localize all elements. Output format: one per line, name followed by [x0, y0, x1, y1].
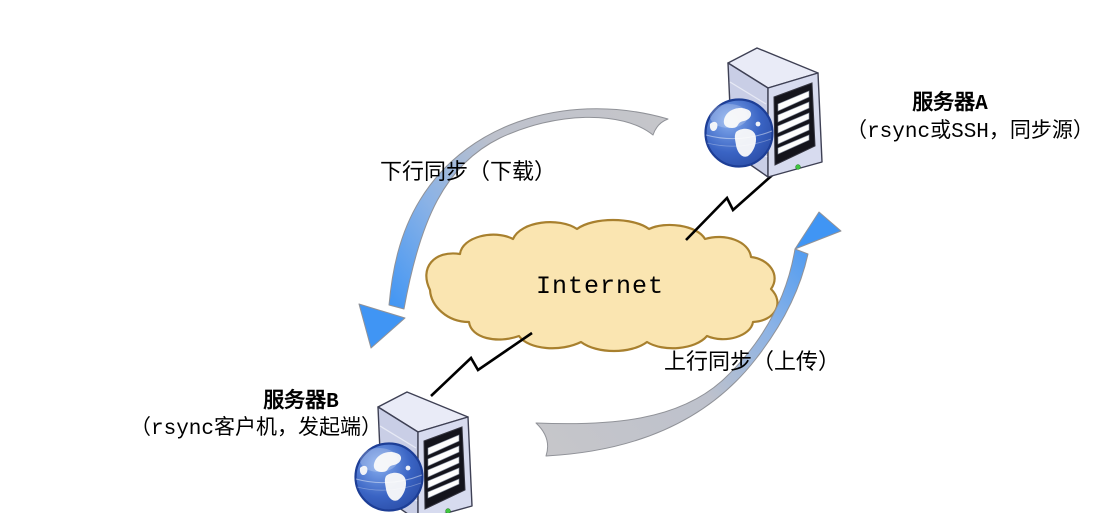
- internet-label: Internet: [535, 272, 665, 301]
- internet-cloud: [425, 219, 779, 352]
- up-arrowhead: [794, 211, 842, 250]
- server-b-subtitle: （rsync客户机，发起端）: [129, 418, 382, 441]
- down-sync-label: 下行同步（下载）: [379, 161, 556, 186]
- link-server-b-cloud: [430, 331, 533, 397]
- server-a-title: 服务器A: [912, 93, 988, 116]
- server-b-title: 服务器B: [263, 391, 339, 414]
- up-sync-label: 上行同步（上传）: [663, 351, 840, 376]
- server-a-icon: [704, 46, 824, 179]
- up-sync-arrow: [535, 211, 842, 457]
- server-a-subtitle: （rsync或SSH，同步源）: [846, 121, 1094, 144]
- down-sync-arrow: [358, 108, 669, 349]
- link-server-a-cloud: [685, 169, 779, 241]
- down-arrowhead: [358, 303, 406, 349]
